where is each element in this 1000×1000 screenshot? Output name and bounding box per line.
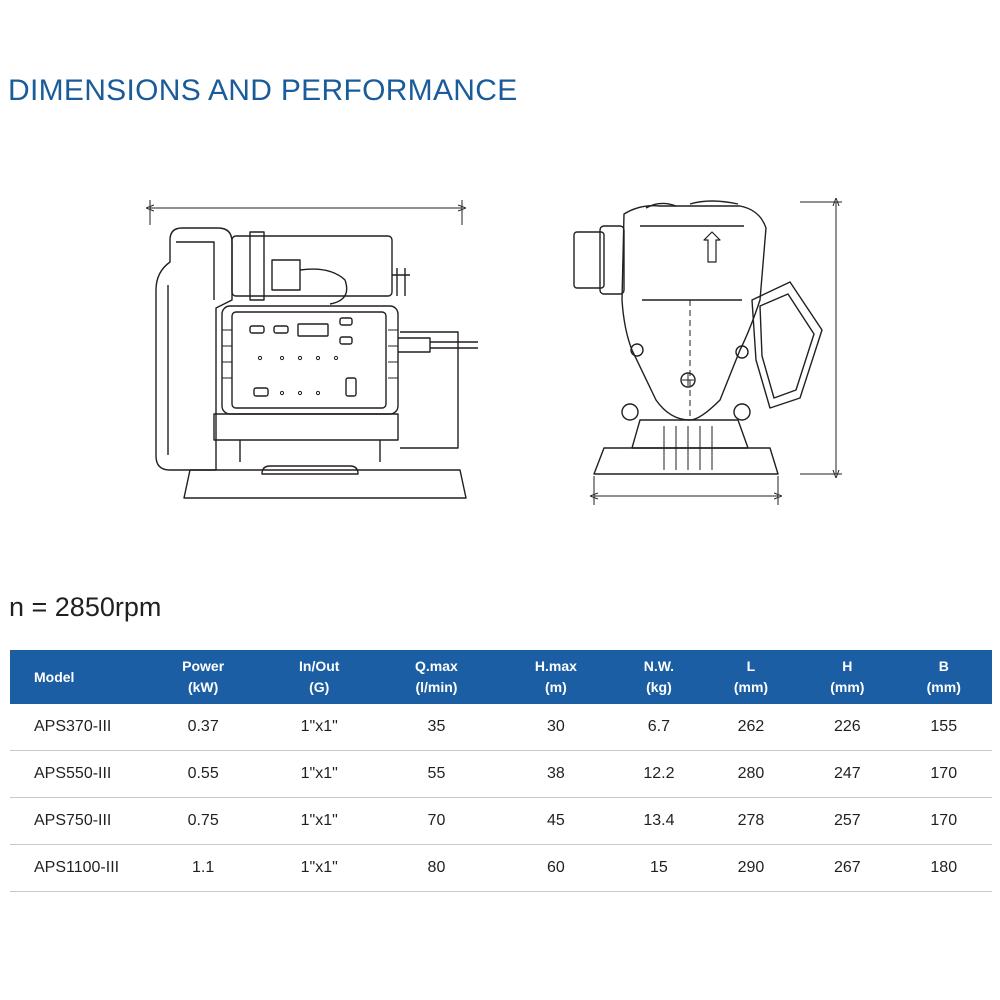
front-view xyxy=(573,201,842,505)
cell-b: 170 xyxy=(895,797,992,845)
header-inout: In/Out (G) xyxy=(262,650,377,704)
header-nw: N.W. (kg) xyxy=(615,650,703,704)
side-view xyxy=(150,200,478,499)
header-b: B (mm) xyxy=(895,650,992,704)
header-inout-unit: (G) xyxy=(309,679,330,695)
table-row: APS1100-III 1.1 1"x1" 80 60 15 290 267 1… xyxy=(10,844,992,892)
cell-model: APS370-III xyxy=(10,704,144,751)
header-b-unit: (mm) xyxy=(926,679,961,695)
cell-qmax: 55 xyxy=(376,750,497,798)
rpm-label: n = 2850rpm xyxy=(9,592,162,622)
performance-table: Model Power (kW) In/Out (G) Q.max (l/min… xyxy=(10,650,992,892)
cell-b: 170 xyxy=(895,750,992,798)
header-power: Power (kW) xyxy=(144,650,263,704)
cell-qmax: 35 xyxy=(376,704,497,751)
cell-model: APS750-III xyxy=(10,797,144,845)
cell-qmax: 70 xyxy=(376,797,497,845)
cell-b: 180 xyxy=(895,844,992,892)
header-power-unit: (kW) xyxy=(187,679,219,695)
cell-h: 267 xyxy=(799,844,896,892)
header-qmax: Q.max (l/min) xyxy=(376,650,497,704)
cell-nw: 13.4 xyxy=(615,797,703,845)
cell-model: APS1100-III xyxy=(10,844,144,892)
cell-inout: 1"x1" xyxy=(262,750,377,798)
table-row: APS750-III 0.75 1"x1" 70 45 13.4 278 257… xyxy=(10,797,992,845)
header-nw-unit: (kg) xyxy=(646,679,672,695)
header-b-label: B xyxy=(938,658,949,674)
cell-hmax: 38 xyxy=(496,750,616,798)
table-row: APS370-III 0.37 1"x1" 35 30 6.7 262 226 … xyxy=(10,704,992,751)
cell-hmax: 45 xyxy=(496,797,616,845)
cell-hmax: 60 xyxy=(496,844,616,892)
cell-l: 278 xyxy=(702,797,800,845)
cell-l: 280 xyxy=(702,750,800,798)
cell-nw: 15 xyxy=(615,844,703,892)
cell-l: 262 xyxy=(702,704,800,751)
header-l-unit: (mm) xyxy=(733,679,769,695)
cell-h: 226 xyxy=(799,704,896,751)
page-title: DIMENSIONS AND PERFORMANCE xyxy=(8,74,518,107)
table-row: APS550-III 0.55 1"x1" 55 38 12.2 280 247… xyxy=(10,750,992,798)
pump-dimension-drawing xyxy=(0,190,842,505)
cell-power: 1.1 xyxy=(144,844,263,892)
header-hmax-unit: (m) xyxy=(545,679,567,695)
header-h: H (mm) xyxy=(799,650,896,704)
header-h-label: H xyxy=(842,658,853,674)
cell-inout: 1"x1" xyxy=(262,797,377,845)
header-h-unit: (mm) xyxy=(830,679,865,695)
cell-b: 155 xyxy=(895,704,992,751)
header-model: Model xyxy=(10,650,144,704)
cell-inout: 1"x1" xyxy=(262,844,377,892)
cell-nw: 6.7 xyxy=(615,704,703,751)
header-qmax-label: Q.max xyxy=(415,658,458,674)
cell-h: 247 xyxy=(799,750,896,798)
header-nw-label: N.W. xyxy=(643,658,675,674)
table-header-row: Model Power (kW) In/Out (G) Q.max (l/min… xyxy=(10,650,992,704)
cell-nw: 12.2 xyxy=(615,750,703,798)
cell-qmax: 80 xyxy=(376,844,497,892)
cell-power: 0.37 xyxy=(144,704,263,751)
header-model-label: Model xyxy=(34,668,75,685)
cell-h: 257 xyxy=(799,797,896,845)
cell-model: APS550-III xyxy=(10,750,144,798)
cell-l: 290 xyxy=(702,844,800,892)
cell-inout: 1"x1" xyxy=(262,704,377,751)
header-power-label: Power xyxy=(182,658,225,674)
header-inout-label: In/Out xyxy=(299,658,340,674)
header-hmax-label: H.max xyxy=(534,658,577,674)
header-l-label: L xyxy=(746,658,756,674)
cell-hmax: 30 xyxy=(496,704,616,751)
cell-power: 0.75 xyxy=(144,797,263,845)
header-hmax: H.max (m) xyxy=(496,650,616,704)
header-l: L (mm) xyxy=(702,650,800,704)
cell-power: 0.55 xyxy=(144,750,263,798)
header-qmax-unit: (l/min) xyxy=(415,679,458,695)
